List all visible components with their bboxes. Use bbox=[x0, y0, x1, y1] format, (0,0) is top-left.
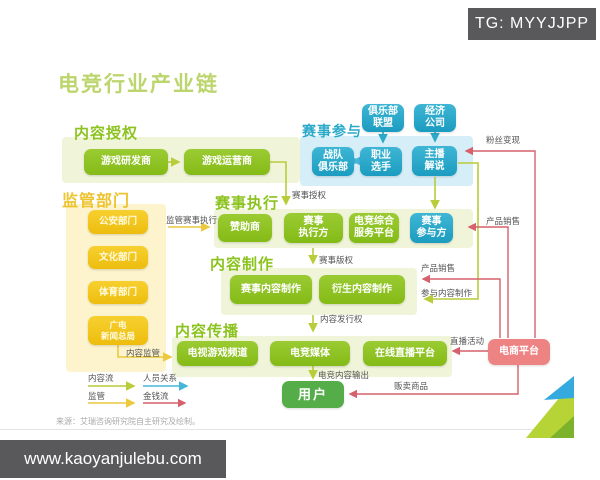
edge-label-join-content-production: 参与内容制作 bbox=[421, 288, 473, 298]
edge-label-fan-monetization: 粉丝变现 bbox=[486, 135, 521, 145]
legend-people-relation: 人员关系 bbox=[143, 373, 178, 383]
box-culture-dept: 文化部门 bbox=[88, 246, 148, 269]
box-game-developer: 游戏研发商 bbox=[84, 149, 168, 175]
box-event-executor: 赛事 执行方 bbox=[284, 213, 343, 243]
box-club-alliance: 俱乐部 联盟 bbox=[362, 104, 404, 132]
box-event-participant: 赛事 参与方 bbox=[410, 213, 453, 243]
legend-content-flow: 内容流 bbox=[88, 373, 114, 383]
section-label-event-participation: 赛事参与 bbox=[302, 123, 362, 139]
watermark-url-bar: www.kaoyanjulebu.com bbox=[0, 440, 226, 478]
box-derivative-content-production: 衍生内容制作 bbox=[319, 275, 405, 304]
box-public-security-dept: 公安部门 bbox=[88, 210, 148, 234]
edge-label-esports-content-output: 电竞内容输出 bbox=[318, 370, 370, 380]
box-event-content-production: 赛事内容制作 bbox=[230, 275, 312, 304]
legend-supervision: 监管 bbox=[88, 391, 106, 401]
edge-label-supervise-execution: 监管赛事执行 bbox=[166, 215, 218, 225]
section-label-content-production: 内容制作 bbox=[210, 256, 275, 273]
divider-line bbox=[0, 429, 545, 430]
box-game-operator: 游戏运营商 bbox=[184, 149, 270, 175]
box-tv-game-channel: 电视游戏频道 bbox=[177, 341, 258, 366]
edge-label-event-copyright: 赛事版权 bbox=[319, 255, 354, 265]
box-live-streaming-platform: 在线直播平台 bbox=[363, 341, 447, 366]
edge-label-event-license: 赛事授权 bbox=[292, 190, 327, 200]
box-team-club: 战队 俱乐部 bbox=[312, 147, 354, 176]
legend-money-flow: 金钱流 bbox=[143, 391, 169, 401]
logo-triangles-icon bbox=[526, 376, 574, 438]
box-sponsor: 赞助商 bbox=[218, 214, 272, 242]
box-anchor-commentator: 主播 解说 bbox=[412, 146, 457, 176]
box-esports-service-platform: 电竞综合 服务平台 bbox=[349, 213, 399, 243]
edge-label-product-sales-1: 产品销售 bbox=[486, 216, 521, 226]
edge-label-content-supervision: 内容监管 bbox=[126, 348, 161, 358]
box-pro-player: 职业 选手 bbox=[360, 147, 402, 176]
section-label-regulators: 监管部门 bbox=[62, 193, 131, 210]
section-label-event-execution: 赛事执行 bbox=[215, 195, 280, 212]
box-esports-media: 电竞媒体 bbox=[270, 341, 350, 366]
edge-label-sell-goods: 贩卖商品 bbox=[394, 381, 429, 391]
section-label-content-licensing: 内容授权 bbox=[74, 125, 139, 142]
box-broadcast-news-admin: 广电 新闻总局 bbox=[88, 316, 148, 345]
edge-label-product-sales-2: 产品销售 bbox=[421, 263, 456, 273]
edge-label-content-publish-right: 内容发行权 bbox=[320, 314, 363, 324]
box-agency-company: 经济 公司 bbox=[414, 104, 456, 132]
watermark-badge: TG: MYYJJPP bbox=[468, 8, 596, 40]
section-label-content-spread: 内容传播 bbox=[175, 323, 240, 340]
box-user: 用户 bbox=[282, 381, 344, 408]
box-sports-dept: 体育部门 bbox=[88, 281, 148, 304]
page-title: 电竞行业产业链 bbox=[58, 73, 219, 96]
edge-label-live-events: 直播活动 bbox=[450, 336, 485, 346]
source-note: 来源：艾瑞咨询研究院自主研究及绘制。 bbox=[56, 417, 200, 426]
box-ecommerce-platform: 电商平台 bbox=[488, 339, 550, 365]
